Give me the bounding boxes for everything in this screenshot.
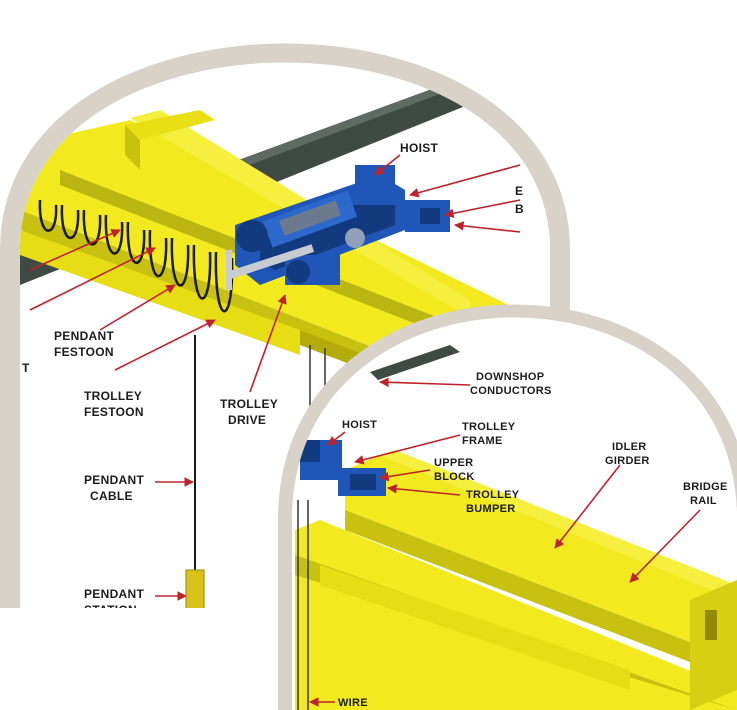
small-leaders xyxy=(309,377,701,707)
festoon-loops xyxy=(38,199,234,313)
label-edge-fragment-2: B xyxy=(515,202,524,216)
end-truck-right xyxy=(690,580,737,710)
downshop-conductor-bar xyxy=(370,345,460,380)
blank-area xyxy=(0,608,300,710)
label-trolley-bumper-1: TROLLEY xyxy=(466,489,520,501)
front-girder xyxy=(295,520,737,710)
label-downshop-2: CONDUCTORS xyxy=(470,385,552,397)
label-edge-fragment-3: T xyxy=(22,361,30,375)
hoist-assembly xyxy=(225,165,450,290)
large-leaders xyxy=(29,154,521,601)
label-trolley-frame-1: TROLLEY xyxy=(462,421,516,433)
label-trolley-drive-2: DRIVE xyxy=(228,413,266,427)
label-downshop-1: DOWNSHOP xyxy=(476,371,544,383)
label-wire: WIRE xyxy=(338,697,368,709)
label-pendant-cable-2: CABLE xyxy=(90,489,133,503)
label-trolley-frame-2: FRAME xyxy=(462,435,503,447)
label-pendant-festoon-2: FESTOON xyxy=(54,345,114,359)
label-trolley-festoon-2: FESTOON xyxy=(84,405,144,419)
large-panel-frame xyxy=(0,43,570,710)
label-trolley-bumper-2: BUMPER xyxy=(466,503,515,515)
idler-girder-shape xyxy=(345,450,737,680)
label-upper-block-1: UPPER xyxy=(434,457,473,469)
small-panel: DOWNSHOP CONDUCTORS HOIST TROLLEY FRAME … xyxy=(278,304,737,710)
label-idler-girder-1: IDLER xyxy=(612,441,647,453)
sky-strip xyxy=(180,25,360,37)
label-trolley-festoon-1: TROLLEY xyxy=(84,389,142,403)
label-pendant-festoon-1: PENDANT xyxy=(54,329,114,343)
label-hoist-large: HOIST xyxy=(400,141,439,155)
pendant-station-box xyxy=(185,569,205,611)
label-edge-fragment-1: E xyxy=(515,184,523,198)
label-trolley-drive-1: TROLLEY xyxy=(220,397,278,411)
label-idler-girder-2: GIRDER xyxy=(605,455,650,467)
label-hoist-small: HOIST xyxy=(342,419,377,431)
small-panel-illustration: DOWNSHOP CONDUCTORS HOIST TROLLEY FRAME … xyxy=(292,317,737,710)
label-bridge-rail-1: BRIDGE xyxy=(683,481,728,493)
label-upper-block-2: BLOCK xyxy=(434,471,475,483)
label-pendant-cable-1: PENDANT xyxy=(84,473,144,487)
end-truck xyxy=(125,110,215,170)
small-panel-frame xyxy=(278,304,737,710)
label-bridge-rail-2: RAIL xyxy=(690,495,717,507)
label-pendant-station-1: PENDANT xyxy=(84,587,144,601)
hoist-small xyxy=(300,440,386,496)
